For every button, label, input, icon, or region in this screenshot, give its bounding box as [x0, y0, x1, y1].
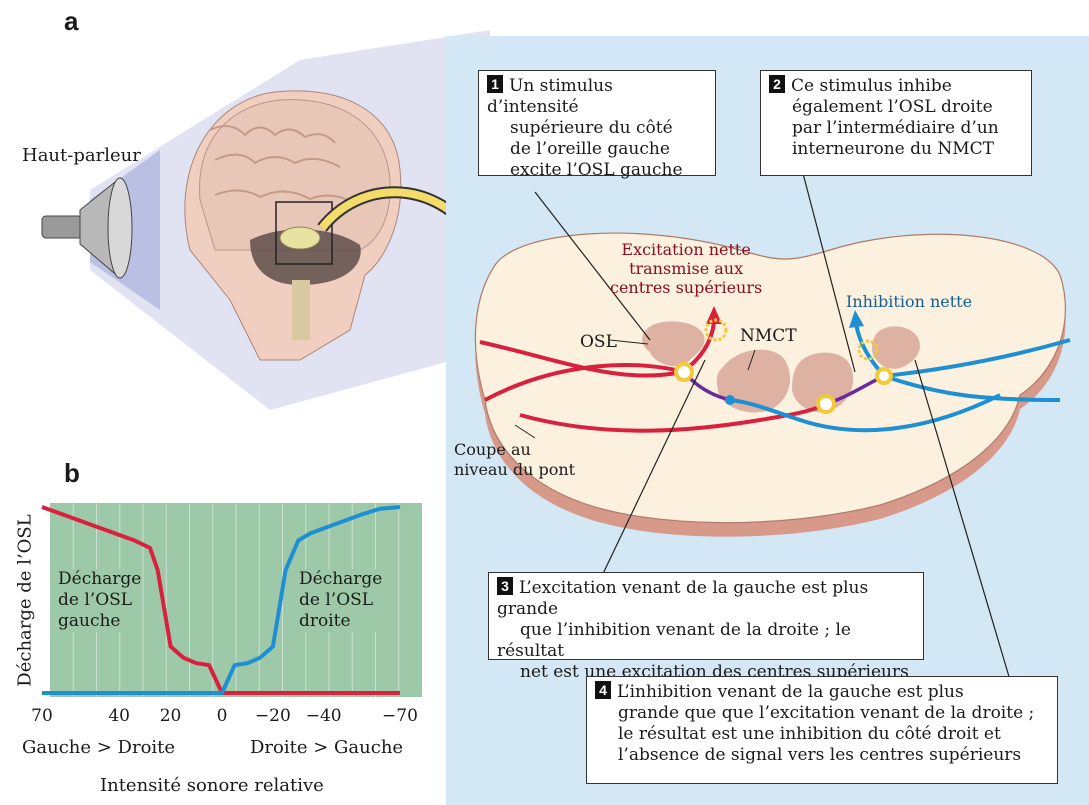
chart-xlabel: Intensité sonore relative — [100, 776, 324, 796]
right-curve-label-line-1: Décharge — [299, 569, 382, 589]
x-tick-label: −70 — [380, 706, 420, 726]
x-tick-label: 40 — [99, 706, 139, 726]
x-tick-label: 0 — [202, 706, 242, 726]
left-curve-label-line-2: de l’OSL — [58, 590, 132, 610]
x-tick-label: −40 — [304, 706, 344, 726]
right-curve-label-line-3: droite — [299, 611, 351, 631]
left-side-label: Gauche > Droite — [22, 738, 175, 758]
x-tick-label: −20 — [253, 706, 293, 726]
right-curve-label-line-2: de l’OSL — [299, 590, 373, 610]
left-curve-label-line-3: gauche — [58, 611, 121, 631]
x-tick-label: 70 — [22, 706, 62, 726]
left-curve-label-line-1: Décharge — [58, 569, 141, 589]
left-curve-label: Décharge de l’OSL gauche — [58, 569, 141, 632]
right-curve-label: Décharge de l’OSL droite — [299, 569, 382, 632]
right-side-label: Droite > Gauche — [250, 738, 403, 758]
x-tick-label: 20 — [151, 706, 191, 726]
